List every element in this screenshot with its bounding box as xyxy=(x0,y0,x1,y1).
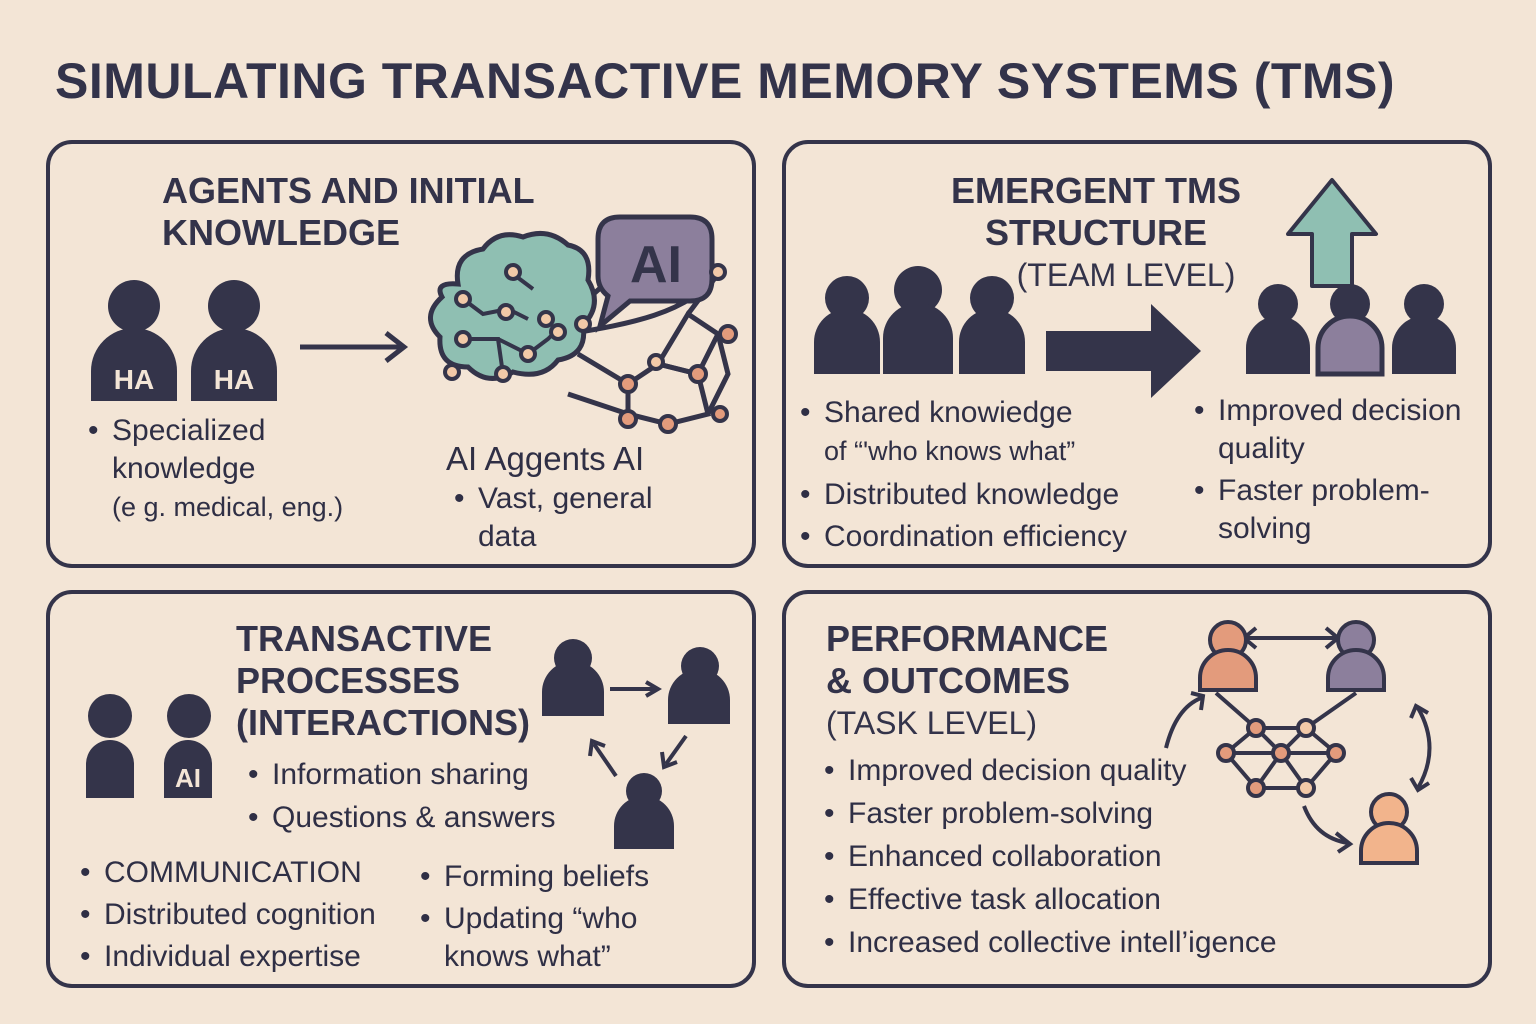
heading-line: STRUCTURE xyxy=(985,212,1207,253)
bullet-item: Distributed knowledge xyxy=(800,476,1127,514)
bullet-continuation: of “'who knows what” xyxy=(824,436,1076,466)
bullet-item: Information sharing xyxy=(248,756,555,794)
heading-line: TRANSACTIVE xyxy=(236,618,493,659)
heading-subtitle: (TEAM LEVEL) xyxy=(1016,257,1236,293)
bullet-item: Enhanced collaboration xyxy=(824,838,1277,876)
panel-heading: EMERGENT TMS STRUCTURE (TEAM LEVEL) xyxy=(936,170,1256,296)
bullet-item: Shared knowiedge xyxy=(800,394,1127,432)
bullet-item: Questions & answers xyxy=(248,799,555,837)
ai-agents-label: AI Aggents AI xyxy=(446,440,645,477)
ai-speech-bubble-label: AI xyxy=(630,236,682,294)
bullet-item: Updating “who xyxy=(420,900,649,938)
human-agent-icon: HA xyxy=(191,280,277,401)
arrow-right-icon xyxy=(300,331,409,363)
panel-heading: TRANSACTIVE PROCESSES (INTERACTIONS) xyxy=(236,618,530,744)
emergent-right-bullets: Improved decision quality Faster problem… xyxy=(1194,392,1461,548)
heading-line: PROCESSES xyxy=(236,660,461,701)
human-bullet-list: Specialized knowledge (e g. medical, eng… xyxy=(88,412,343,526)
heading-line: KNOWLEDGE xyxy=(162,212,400,253)
bullet-item: Improved decision xyxy=(1194,392,1461,430)
human-agent-badge: HA xyxy=(214,364,254,395)
bullet-item: Faster problem- xyxy=(1194,472,1461,510)
bullet-item: Individual expertise xyxy=(80,938,376,976)
team-group-structured-icon xyxy=(1246,284,1456,377)
heading-line: (INTERACTIONS) xyxy=(236,702,530,743)
bullet-item: Specialized xyxy=(88,412,343,450)
bullet-item: Vast, general xyxy=(454,480,653,518)
bullet-continuation: data xyxy=(478,520,537,553)
ai-bullet-list: Vast, general data xyxy=(454,480,653,556)
left-bullets: COMMUNICATION Distributed cognition Indi… xyxy=(80,854,376,976)
panel-heading: AGENTS AND INITIAL KNOWLEDGE xyxy=(162,170,535,254)
team-group-icon xyxy=(814,266,1025,374)
heading-line: AGENTS AND INITIAL xyxy=(162,170,535,211)
bullet-item: Forming beliefs xyxy=(420,858,649,896)
heading-line: & OUTCOMES xyxy=(826,660,1071,701)
human-agent-icon: HA xyxy=(91,280,177,401)
bullet-item: Distributed cognition xyxy=(80,896,376,934)
panel-emergent-tms-structure: EMERGENT TMS STRUCTURE (TEAM LEVEL) Shar… xyxy=(782,140,1492,568)
page-title: SIMULATING TRANSACTIVE MEMORY SYSTEMS (T… xyxy=(55,53,1396,109)
panel-performance-outcomes: PERFORMANCE & OUTCOMES (TASK LEVEL) Impr… xyxy=(782,590,1492,988)
bullet-continuation: knows what” xyxy=(444,940,611,973)
heading-line: PERFORMANCE xyxy=(826,618,1109,659)
bullet-item: Faster problem-solving xyxy=(824,795,1277,833)
interaction-cycle-icon xyxy=(542,639,730,849)
arrow-right-big-icon xyxy=(1046,304,1201,398)
bullet-continuation: solving xyxy=(1218,512,1312,545)
bullet-continuation: (e g. medical, eng.) xyxy=(112,492,344,522)
bullet-item: Effective task allocation xyxy=(824,881,1277,919)
panel-agents-initial-knowledge: AGENTS AND INITIAL KNOWLEDGE HA HA AI xyxy=(46,140,756,568)
ai-agent-badge: AI xyxy=(175,763,201,793)
bullet-item: Increased collective intell’igence xyxy=(824,924,1277,962)
right-bullets: Forming beliefs Updating “who knows what… xyxy=(420,858,649,976)
heading-subtitle: (TASK LEVEL) xyxy=(826,705,1038,741)
bullet-item: Improved decision quality xyxy=(824,752,1277,790)
outcome-bullets: Improved decision quality Faster problem… xyxy=(824,752,1277,962)
emergent-left-bullets: Shared knowiedge of “'who knows what” Di… xyxy=(800,394,1127,556)
panel-heading: PERFORMANCE & OUTCOMES (TASK LEVEL) xyxy=(826,618,1108,744)
heading-line: EMERGENT TMS xyxy=(950,170,1241,211)
human-ai-pair-icon: AI xyxy=(86,694,212,798)
bullet-continuation: knowledge xyxy=(112,452,256,485)
panel-transactive-processes: TRANSACTIVE PROCESSES (INTERACTIONS) AI … xyxy=(46,590,756,988)
bullet-item: Coordination efficiency xyxy=(800,518,1127,556)
arrow-up-icon xyxy=(1286,178,1378,288)
ai-brain-network-icon: AI xyxy=(428,214,738,434)
bullet-continuation: quality xyxy=(1218,432,1305,465)
human-agent-badge: HA xyxy=(114,364,154,395)
bullet-item: COMMUNICATION xyxy=(80,854,376,892)
top-bullets: Information sharing Questions & answers xyxy=(248,756,555,837)
